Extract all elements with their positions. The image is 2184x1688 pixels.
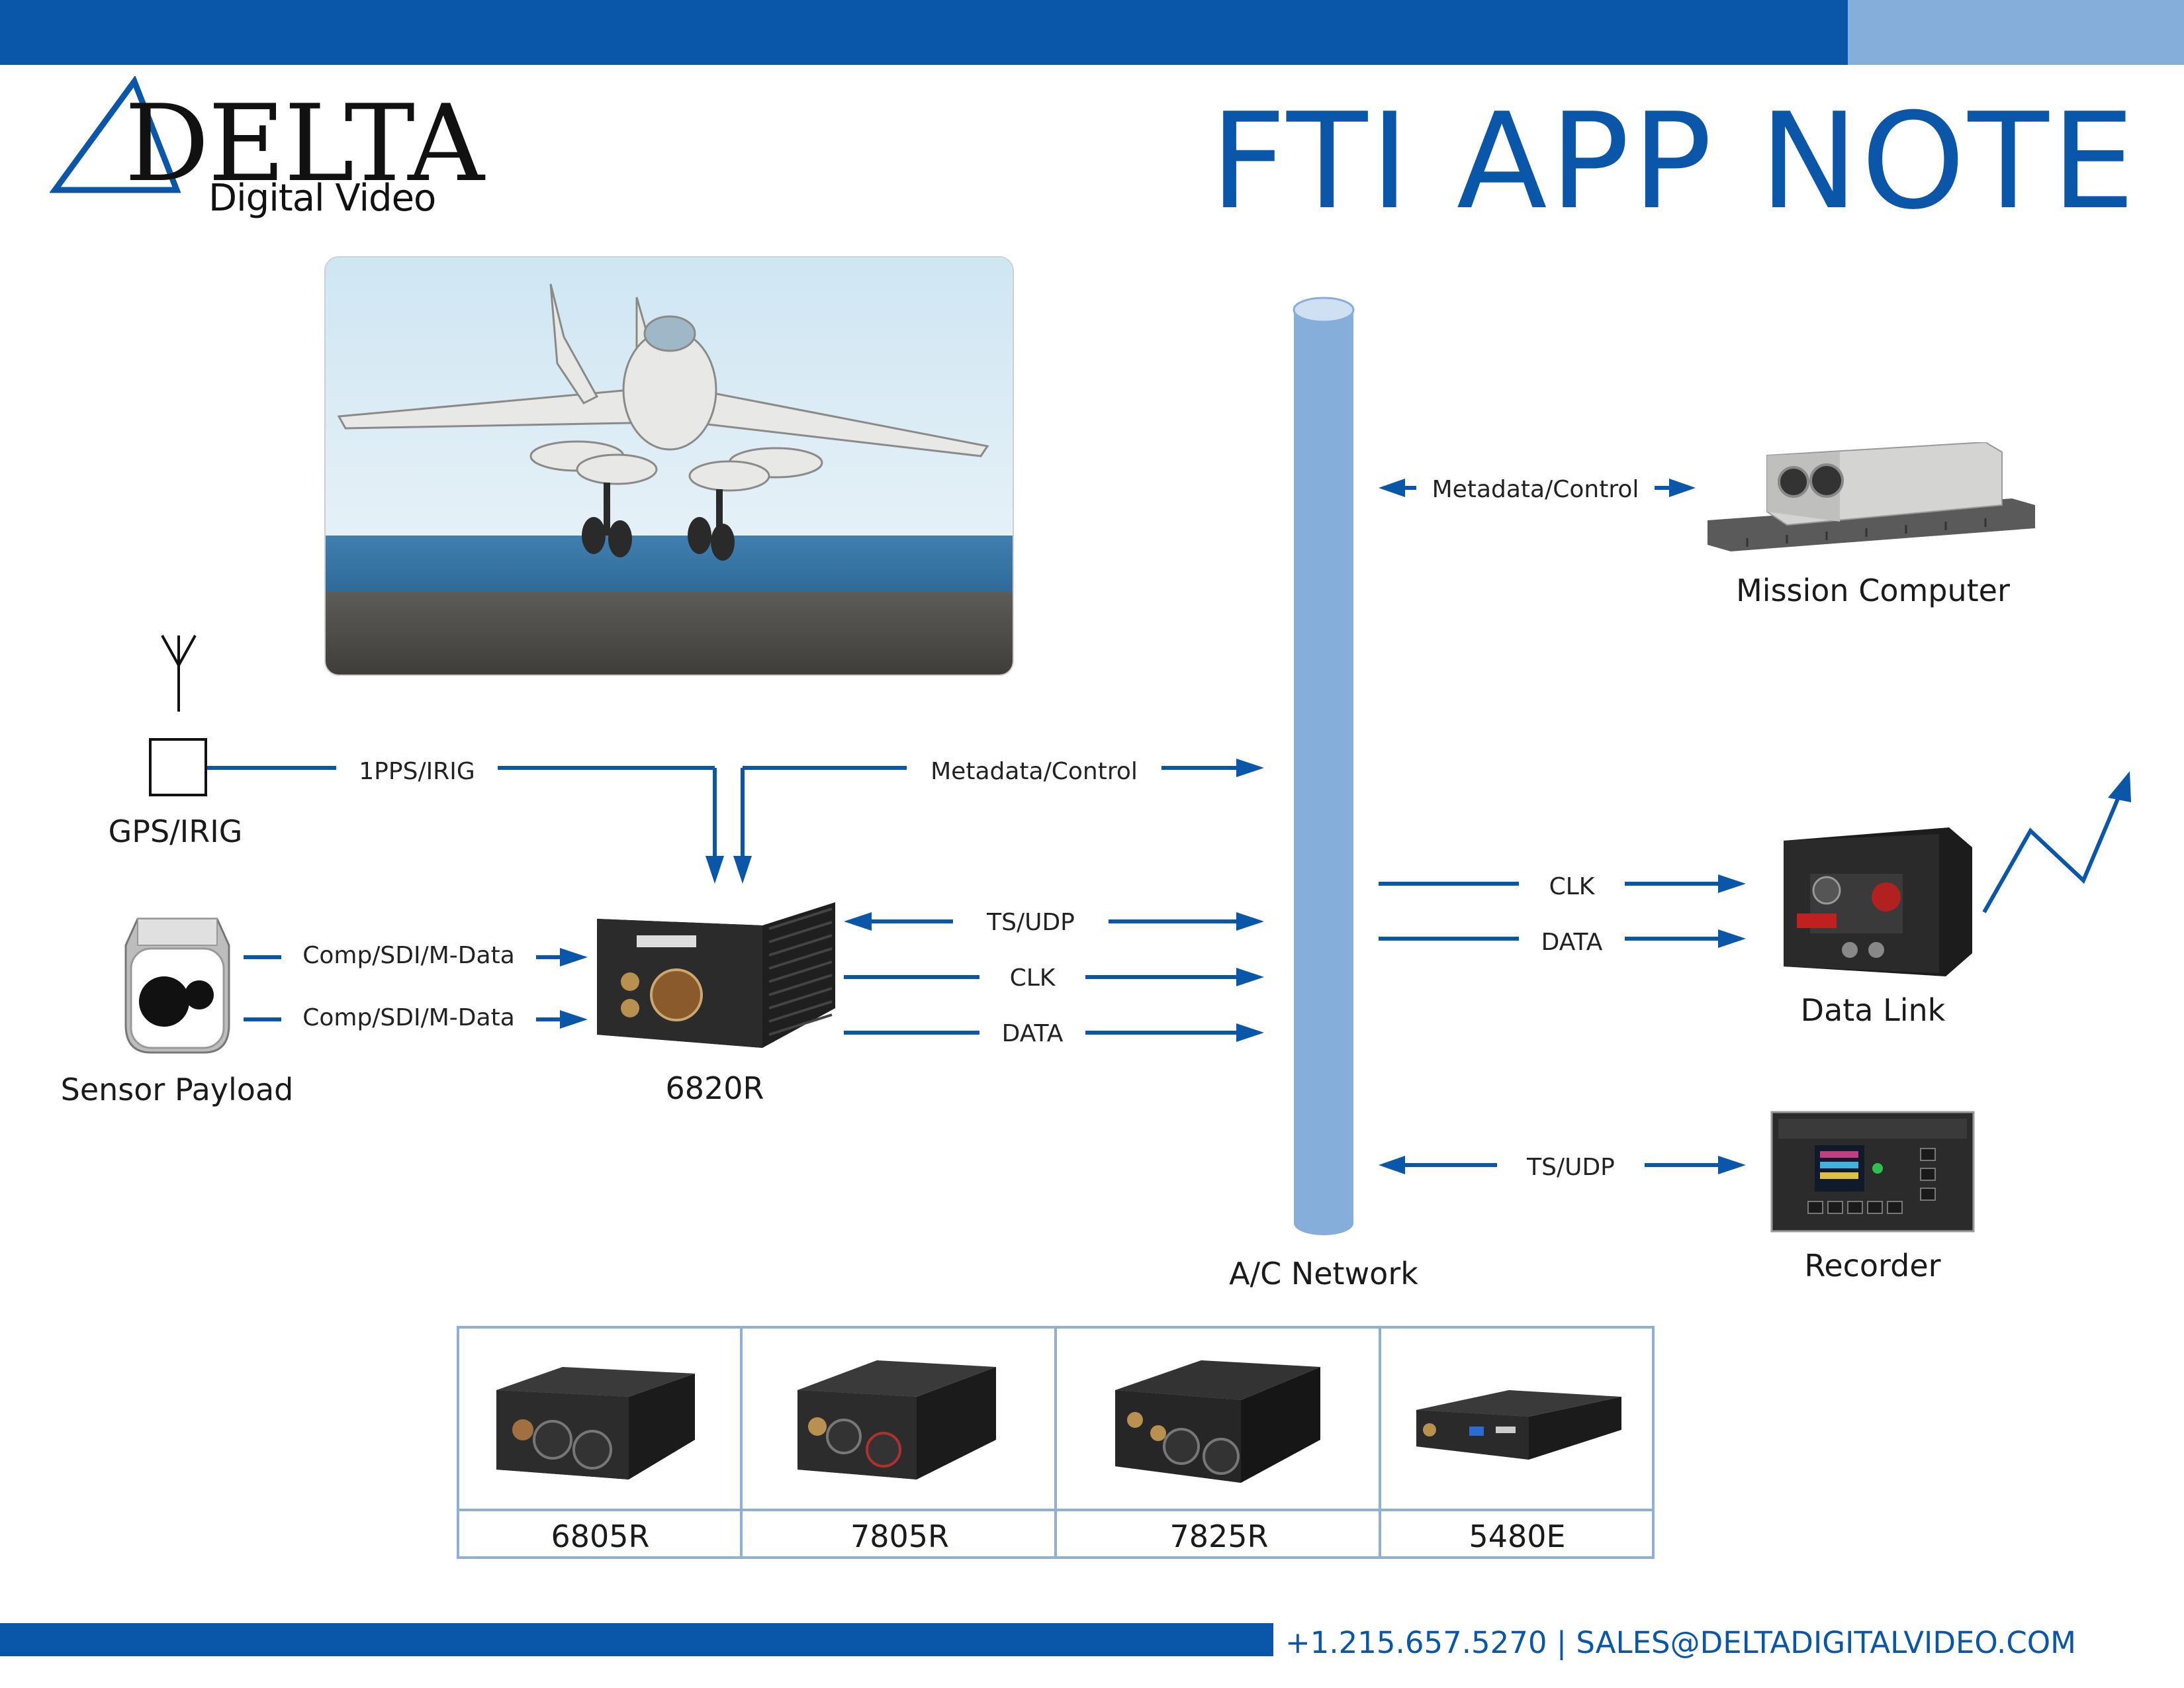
page-title: FTI APP NOTE bbox=[1210, 85, 2138, 239]
product-6805r-image bbox=[496, 1367, 695, 1479]
encoder-label: 6820R bbox=[665, 1070, 764, 1106]
link-label-ts-right: TS/UDP bbox=[1527, 1154, 1615, 1181]
network-pipe bbox=[1293, 297, 1355, 1235]
header-bar bbox=[0, 0, 1848, 65]
product-table-lines bbox=[457, 1326, 1655, 1559]
link-label-data-right: DATA bbox=[1541, 929, 1603, 956]
logo-subtitle: Digital Video bbox=[208, 177, 436, 220]
header-bar-accent bbox=[1848, 0, 2184, 65]
product-5480e-image bbox=[1416, 1390, 1621, 1460]
logo-wordmark: DELTA bbox=[124, 81, 484, 205]
recorder-label: Recorder bbox=[1804, 1248, 1941, 1284]
product-label-5480e: 5480E bbox=[1469, 1519, 1566, 1554]
mission-computer-label: Mission Computer bbox=[1736, 573, 2010, 608]
product-7825r-image bbox=[1115, 1360, 1320, 1483]
gps-label: GPS/IRIG bbox=[108, 814, 243, 849]
link-label-comp-2: Comp/SDI/M-Data bbox=[302, 1004, 515, 1031]
sensor-payload-icon bbox=[111, 912, 244, 1056]
network-label: A/C Network bbox=[1229, 1256, 1418, 1291]
product-label-7825r: 7825R bbox=[1169, 1519, 1269, 1554]
link-label-comp-1: Comp/SDI/M-Data bbox=[302, 942, 515, 969]
sensor-label: Sensor Payload bbox=[60, 1072, 294, 1107]
footer-bar bbox=[0, 1623, 1273, 1656]
product-label-7805r: 7805R bbox=[850, 1519, 950, 1554]
gps-antenna-icon bbox=[149, 635, 207, 796]
data-link-image bbox=[1784, 827, 1972, 976]
link-label-clk-right: CLK bbox=[1549, 873, 1595, 900]
aircraft-photo bbox=[324, 256, 1014, 676]
mission-computer-image bbox=[1707, 442, 2035, 551]
footer-contact: +1.215.657.5270 | SALES@DELTADIGITALVIDE… bbox=[1285, 1625, 2076, 1660]
link-label-ts-left: TS/UDP bbox=[987, 909, 1075, 936]
link-label-clk-left: CLK bbox=[1009, 964, 1056, 992]
recorder-image bbox=[1770, 1111, 1975, 1233]
link-label-1pps: 1PPS/IRIG bbox=[359, 758, 475, 785]
product-label-6805r: 6805R bbox=[551, 1519, 650, 1554]
product-7805r-image bbox=[797, 1360, 996, 1479]
link-label-data-left: DATA bbox=[1001, 1020, 1064, 1047]
link-label-metadata-left: Metadata/Control bbox=[931, 758, 1138, 785]
data-link-label: Data Link bbox=[1800, 992, 1946, 1028]
encoder-6820r-image bbox=[597, 902, 835, 1048]
logo-triangle-icon bbox=[50, 76, 181, 193]
link-label-metadata-right: Metadata/Control bbox=[1432, 476, 1639, 503]
